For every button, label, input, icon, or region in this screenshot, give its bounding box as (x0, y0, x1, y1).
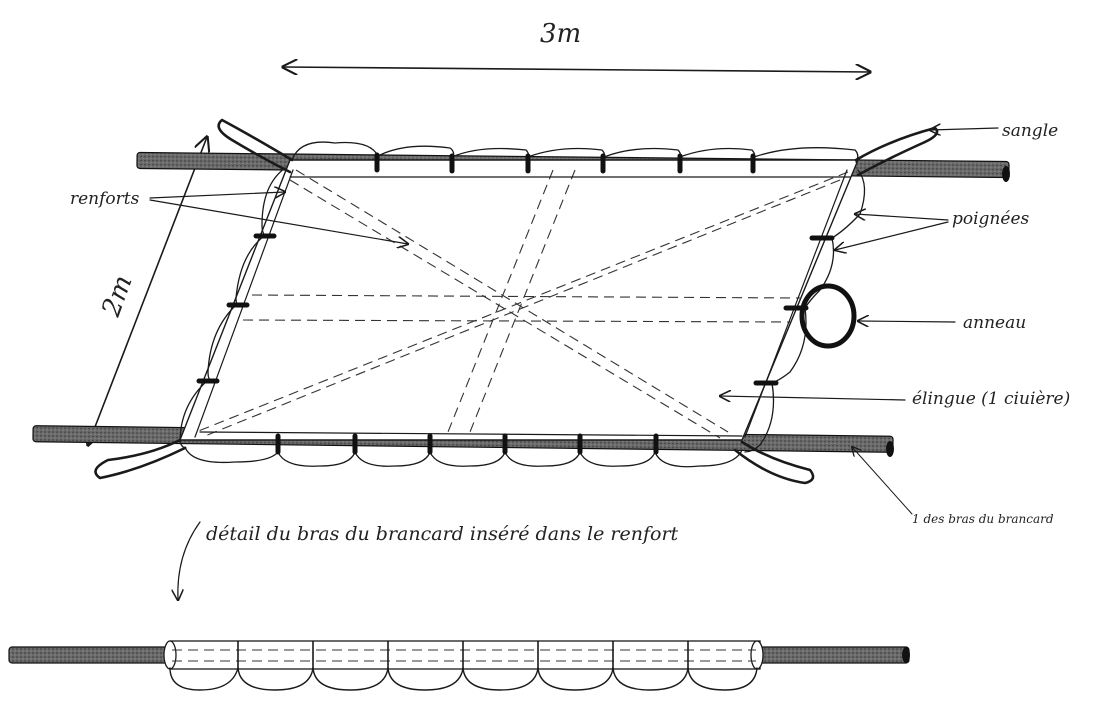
top-sleeve (289, 141, 859, 178)
label-renforts: renforts (70, 189, 140, 209)
reinforcement-straps (195, 169, 849, 439)
right-sleeve (744, 169, 866, 453)
left-sleeve (179, 167, 294, 449)
label-elingue: élingue (1 ciuière) (912, 389, 1070, 409)
label-bras: 1 des bras du brancard (912, 512, 1054, 526)
ring-icon (799, 283, 857, 349)
annotations: renforts sangle poignées anneau élingue … (70, 121, 1070, 600)
stretcher-fabric (178, 159, 860, 441)
label-poignees: poignées (952, 209, 1030, 229)
height-dimension: 2m (88, 137, 207, 445)
width-dimension: 3m (283, 19, 870, 72)
label-detail: détail du bras du brancard inséré dans l… (206, 523, 679, 545)
label-sangle: sangle (1002, 121, 1058, 141)
detail-drawing (8, 640, 910, 691)
label-anneau: anneau (963, 313, 1026, 333)
height-label: 2m (96, 271, 139, 321)
width-label: 3m (540, 19, 581, 49)
bottom-sleeve (184, 431, 743, 468)
